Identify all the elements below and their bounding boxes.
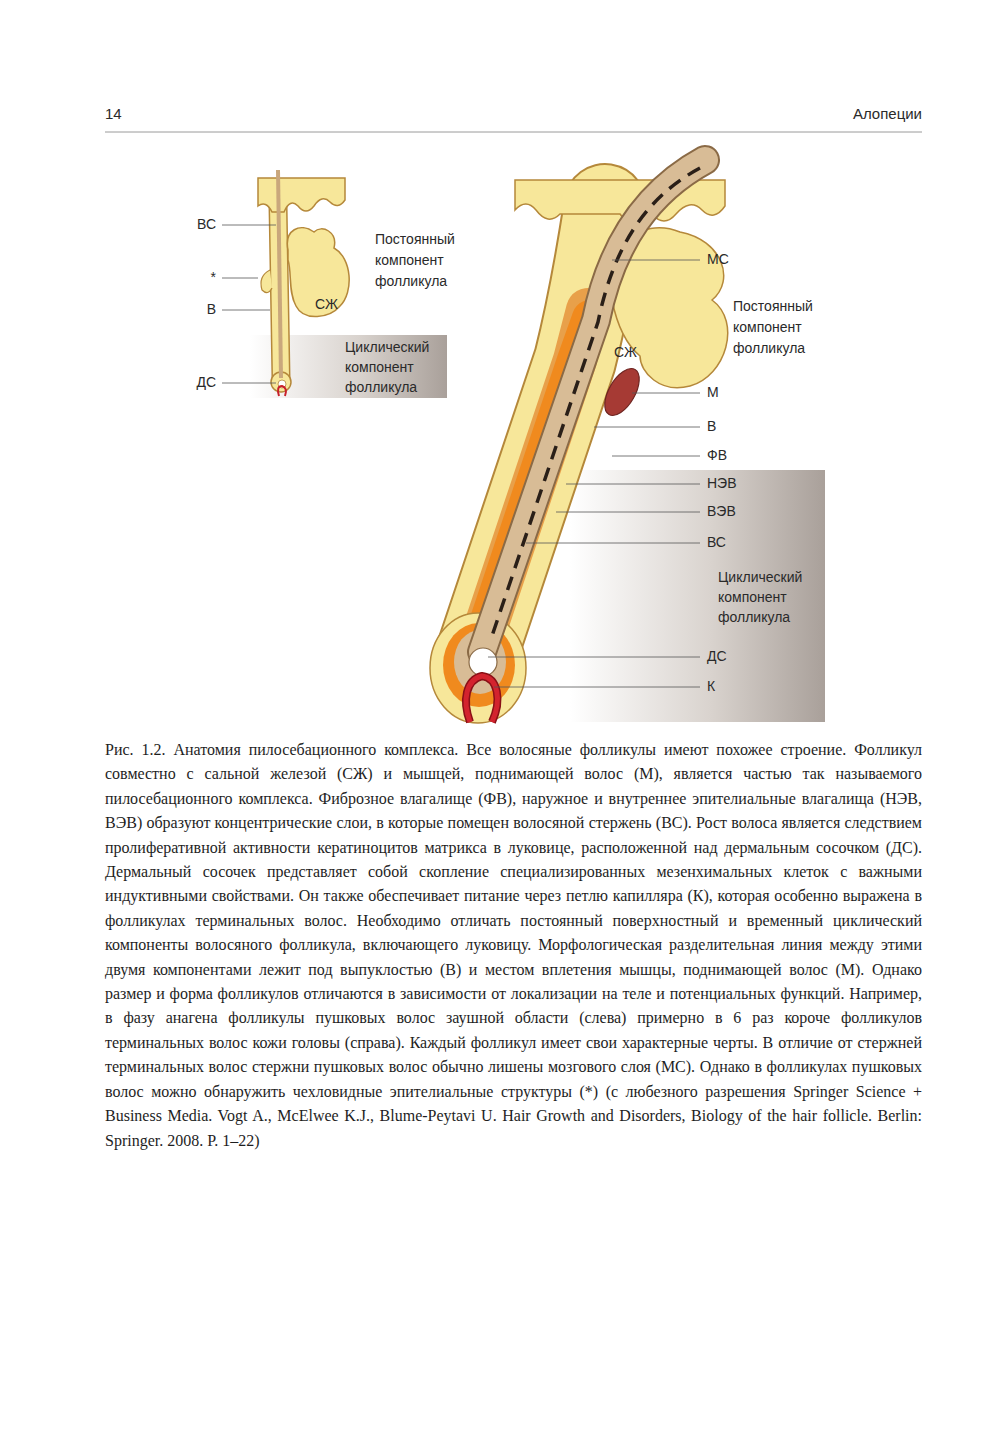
cyclic-band [570,470,825,722]
part-label: ФВ [707,446,727,464]
region-label: Постоянный компонент фолликула [375,229,485,292]
region-label: Циклический компонент фолликула [718,567,823,627]
part-label: СЖ [315,295,338,313]
part-label: ВЭВ [707,502,736,520]
running-head: Алопеции [853,105,922,123]
cyclic-component-band: Циклический компонент фолликула [570,470,825,722]
figure-caption: Рис. 1.2. Анатомия пилосебационного комп… [105,738,922,1153]
header-rule [105,132,922,133]
terminal-follicle [430,160,728,723]
part-label: В [707,417,716,435]
part-label: В [207,300,216,318]
part-label: * [211,268,216,286]
part-label: М [707,383,719,401]
part-label: ДС [196,373,216,391]
region-label: Постоянный компонент фолликула [733,296,843,359]
page-number: 14 [105,105,122,123]
vellus-follicle [222,170,349,396]
part-label: ДС [707,647,727,665]
part-label: МС [707,250,729,268]
part-label: ВС [707,533,726,551]
region-label: Циклический компонент фолликула [345,337,445,397]
part-label: НЭВ [707,474,737,492]
part-label: ВС [197,215,216,233]
part-label: К [707,677,715,695]
part-label: СЖ [614,343,637,361]
cyclic-component-band: Циклический компонент фолликула [250,335,447,401]
